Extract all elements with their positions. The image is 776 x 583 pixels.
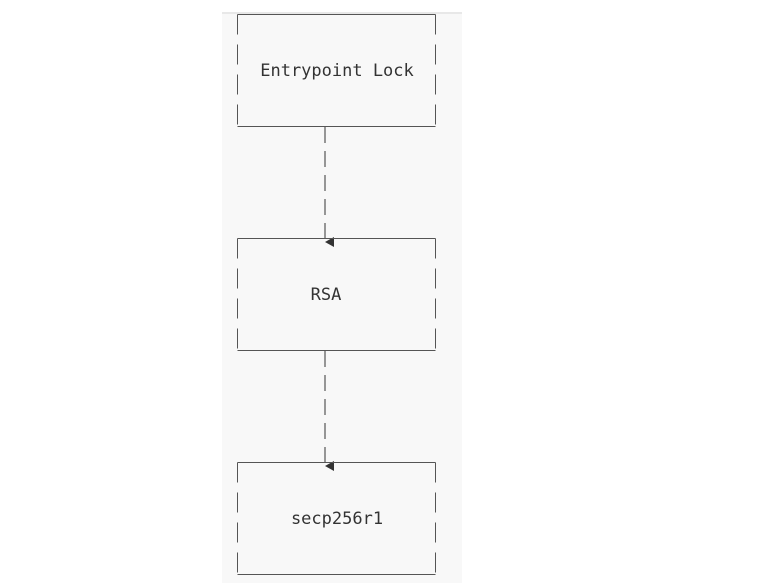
node-secp256r1-label: secp256r1 xyxy=(291,509,383,529)
node-rsa[interactable]: RSA xyxy=(237,238,436,351)
node-entrypoint-lock[interactable]: Entrypoint Lock xyxy=(237,14,436,127)
node-entrypoint-lock-label: Entrypoint Lock xyxy=(260,61,414,81)
diagram-panel xyxy=(222,12,462,583)
node-secp256r1[interactable]: secp256r1 xyxy=(237,462,436,575)
node-rsa-label: RSA xyxy=(311,285,342,305)
